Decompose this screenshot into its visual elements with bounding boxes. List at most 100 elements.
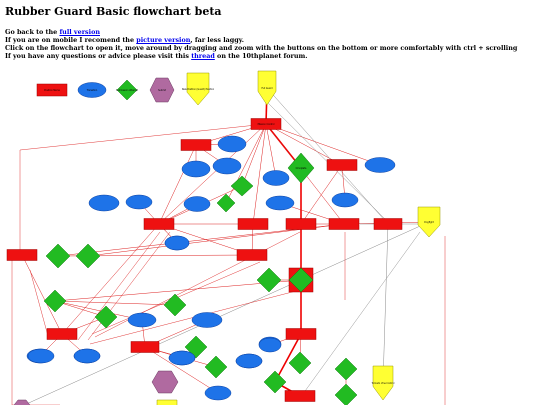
node-diamond[interactable] (75, 243, 101, 269)
node-diamond[interactable] (45, 243, 71, 269)
edge-node-rect[interactable] (6, 249, 38, 261)
node-ellipse[interactable] (88, 194, 120, 212)
node-hexagon[interactable] (151, 370, 179, 394)
legend-pentagon-label: New Position (Guard) Position (182, 88, 215, 91)
node-rect[interactable] (236, 249, 268, 261)
edge-n24-n60 (23, 221, 430, 405)
node-rect[interactable] (143, 218, 175, 230)
node-ellipse[interactable] (181, 160, 211, 178)
edge-n29-n32 (54, 279, 302, 302)
node-pentagon-label: Tornado Vine Control (372, 382, 395, 385)
legend-hexagon[interactable]: Submit (149, 77, 175, 103)
node-ellipse[interactable] (212, 157, 242, 175)
node-ellipse[interactable] (27, 348, 55, 364)
node-ellipse[interactable] (265, 195, 295, 211)
node-diamond[interactable] (94, 305, 118, 329)
node-ellipse[interactable] (217, 135, 247, 153)
edge-n2-n7 (241, 123, 267, 187)
page-title: Rubber Guard Basic flowchart beta (5, 5, 222, 18)
node-diamond[interactable] (163, 293, 187, 317)
node-rect[interactable] (130, 341, 160, 353)
node-ellipse[interactable] (262, 170, 290, 186)
edge-n2-n19 (158, 123, 267, 225)
node-ellipse[interactable] (183, 196, 211, 212)
node-ellipse[interactable] (258, 337, 282, 353)
node-diamond[interactable] (256, 267, 282, 293)
legend-diamond[interactable]: Submission Attempt (116, 79, 138, 101)
edge-n32-n34 (54, 300, 176, 306)
node-pentagon[interactable]: Dogfight (417, 206, 441, 238)
node-diamond[interactable] (288, 267, 314, 293)
node-rect[interactable] (326, 159, 358, 171)
connector-5 (77, 231, 161, 341)
edge-n3-n19 (158, 144, 197, 225)
edge-n2-n15 (252, 123, 267, 225)
node-rect[interactable] (180, 139, 212, 151)
node-ellipse[interactable] (331, 192, 359, 208)
intro-line-mobile: If you are on mobile I recomend the pict… (5, 36, 244, 44)
node-diamond[interactable] (334, 357, 358, 381)
node-ellipse[interactable] (364, 157, 396, 173)
edge-n2-n9 (265, 123, 277, 179)
node-diamond[interactable] (263, 370, 287, 394)
node-diamond[interactable] (216, 193, 236, 213)
edge-n19-n35 (61, 223, 160, 335)
node-diamond[interactable]: Omoplata (287, 152, 315, 184)
node-ellipse[interactable] (127, 312, 157, 328)
edge-n2-n11 (265, 123, 381, 166)
legend-rect[interactable]: Position Name (36, 83, 68, 97)
intro-line-back: Go back to the full version (5, 28, 100, 36)
node-diamond[interactable] (288, 351, 312, 375)
legend-hexagon-label: Submit (158, 89, 166, 92)
node-pentagon[interactable]: Full Guard (257, 70, 277, 106)
node-diamond[interactable] (204, 355, 228, 379)
legend-diamond-label: Submission Attempt (116, 89, 138, 92)
edge-node-hexagon[interactable] (13, 399, 31, 405)
edge-n32-n36 (54, 300, 143, 321)
legend-rect-label: Position Name (44, 89, 60, 92)
node-ellipse[interactable] (168, 350, 196, 366)
node-pentagon-label: Full Guard (261, 87, 273, 90)
intro-line-forum: If you have any questions or advice plea… (5, 52, 308, 60)
full-version-link[interactable]: full version (59, 28, 100, 36)
node-pentagon-label: Dogfight (424, 221, 434, 224)
edge-node-pentagon[interactable] (156, 399, 178, 405)
node-rect[interactable]: Mission Control (250, 118, 282, 130)
node-ellipse[interactable] (164, 235, 190, 251)
node-ellipse[interactable] (204, 385, 232, 401)
intro-line-usage: Click on the flowchart to open it, move … (5, 44, 518, 52)
node-ellipse[interactable] (235, 353, 263, 369)
node-rect[interactable] (328, 218, 360, 230)
node-rect[interactable] (284, 390, 316, 402)
node-diamond-label: Omoplata (296, 167, 307, 170)
edge-n35-n61 (21, 254, 63, 335)
node-rect[interactable] (373, 218, 403, 230)
edge-n25-n58 (382, 223, 389, 384)
node-ellipse[interactable] (125, 194, 153, 210)
connector-13 (299, 231, 421, 399)
node-diamond[interactable] (43, 289, 67, 313)
connector-4 (29, 269, 49, 337)
node-rect[interactable] (46, 328, 78, 340)
node-rect[interactable] (285, 218, 317, 230)
edge-n2-n14 (225, 123, 267, 204)
intro-text: Go back to the full version If you are o… (5, 28, 517, 60)
edge-n40-n45 (144, 346, 219, 394)
node-pentagon[interactable]: Tornado Vine Control (372, 365, 395, 401)
node-diamond[interactable] (230, 175, 254, 197)
legend-ellipse[interactable]: Transition (77, 82, 107, 98)
edge-n1-n25 (266, 87, 389, 225)
node-rect[interactable] (285, 328, 317, 340)
thread-link[interactable]: thread (191, 52, 215, 60)
node-ellipse[interactable] (73, 348, 101, 364)
node-rect-label: Mission Control (258, 123, 275, 126)
legend-ellipse-label: Transition (87, 89, 98, 92)
node-diamond[interactable] (334, 383, 358, 405)
node-ellipse[interactable] (191, 312, 223, 328)
legend-pentagon[interactable]: New Position (Guard) Position (182, 72, 215, 106)
node-rect[interactable] (237, 218, 269, 230)
edge-n10-n20 (300, 164, 343, 225)
picture-version-link[interactable]: picture version (136, 36, 191, 44)
